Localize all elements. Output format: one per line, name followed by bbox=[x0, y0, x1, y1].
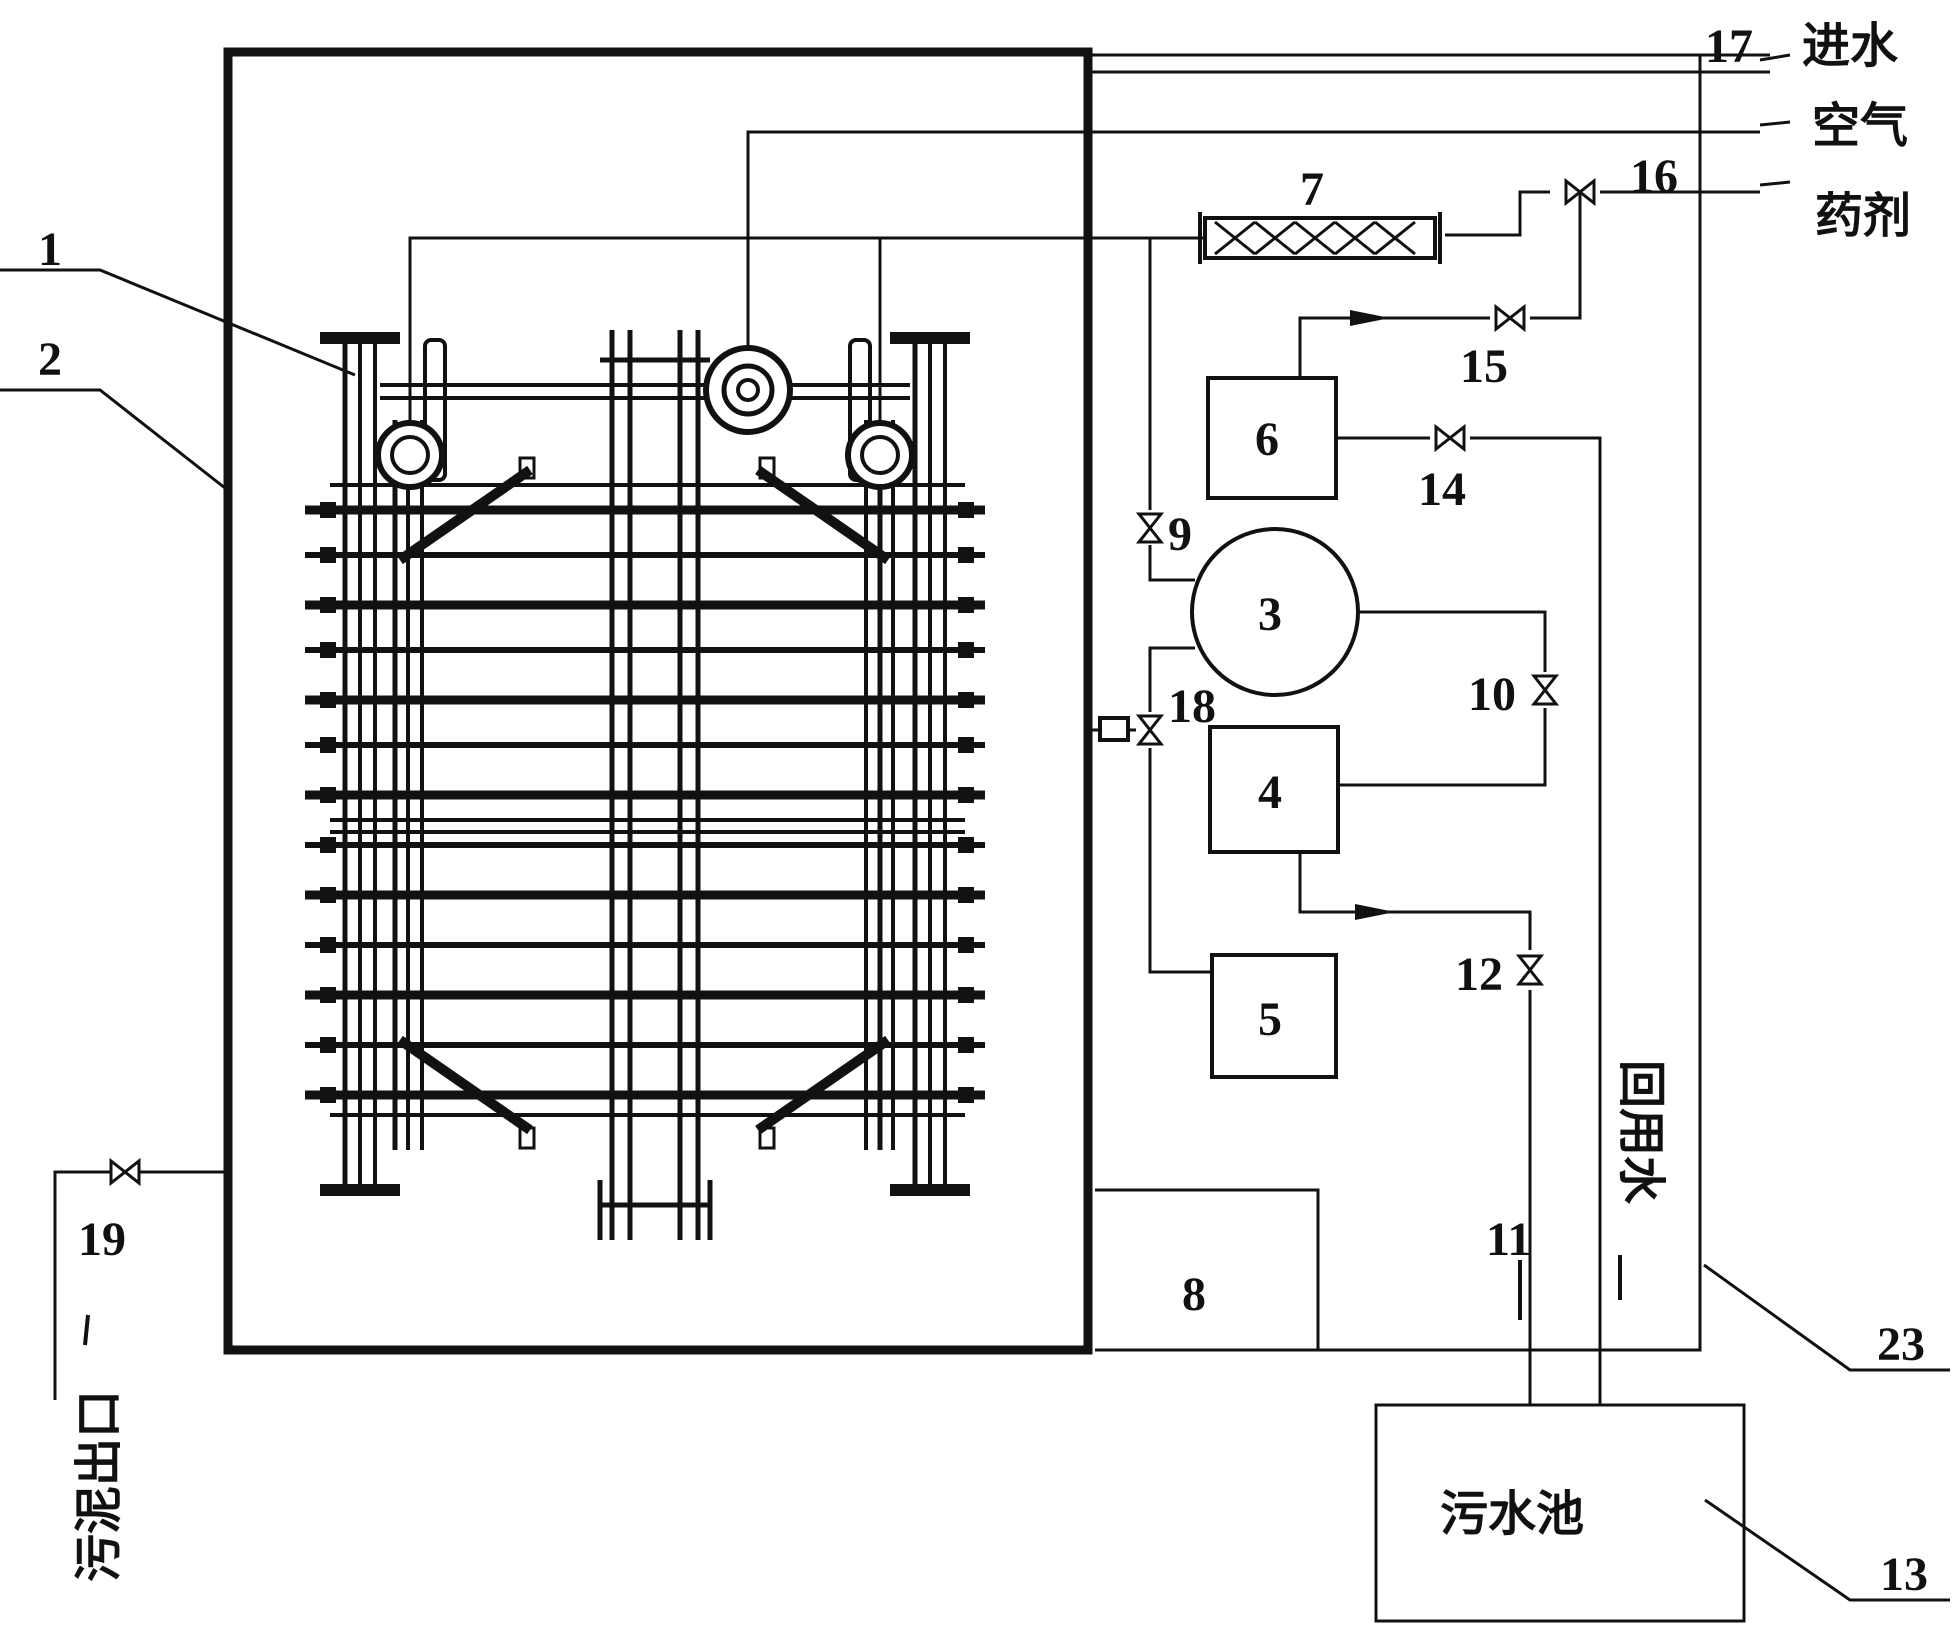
label-23: 23 bbox=[1877, 1318, 1925, 1371]
label-5: 5 bbox=[1258, 993, 1282, 1046]
label-air: 空气 bbox=[1812, 98, 1908, 154]
plate-lug bbox=[958, 547, 974, 563]
corner-pulley-right bbox=[845, 420, 915, 490]
plate-lug bbox=[958, 887, 974, 903]
sewage-pool bbox=[1374, 1403, 1746, 1623]
label-1: 1 bbox=[38, 223, 62, 276]
plate-lug bbox=[320, 502, 336, 518]
valve-19-icon[interactable] bbox=[109, 1159, 141, 1185]
label-13: 13 bbox=[1880, 1548, 1928, 1601]
corner-pulley-left bbox=[375, 420, 445, 490]
label-16: 16 bbox=[1630, 150, 1678, 203]
plate-lug bbox=[958, 502, 974, 518]
filter-plates bbox=[305, 502, 985, 1103]
plate-lug bbox=[320, 987, 336, 1003]
filter-press-enclosure bbox=[223, 47, 1093, 1355]
plate-lug bbox=[320, 887, 336, 903]
label-9: 9 bbox=[1168, 508, 1192, 561]
tank-5 bbox=[1210, 953, 1338, 1079]
label-4: 4 bbox=[1258, 766, 1282, 819]
label-19: 19 bbox=[78, 1213, 126, 1266]
plate-lug bbox=[320, 597, 336, 613]
label-chemical: 药剂 bbox=[1815, 188, 1911, 244]
label-water-in: 进水 bbox=[1802, 18, 1899, 74]
label-15: 15 bbox=[1460, 340, 1508, 393]
plate-lug bbox=[320, 937, 336, 953]
label-2: 2 bbox=[38, 333, 62, 386]
valve-14-icon[interactable] bbox=[1434, 425, 1466, 451]
label-17: 17 bbox=[1705, 20, 1753, 73]
label-11: 11 bbox=[1486, 1213, 1531, 1266]
plate-lug bbox=[320, 547, 336, 563]
label-18: 18 bbox=[1168, 680, 1216, 733]
plate-lug bbox=[320, 642, 336, 658]
label-7: 7 bbox=[1300, 163, 1324, 216]
plate-lug bbox=[320, 837, 336, 853]
plate-lug bbox=[958, 837, 974, 853]
leader-lines bbox=[0, 53, 1950, 1602]
valve-10-icon[interactable] bbox=[1532, 674, 1558, 706]
filter-element bbox=[1198, 212, 1442, 264]
plate-lug bbox=[958, 987, 974, 1003]
plate-lug bbox=[320, 1087, 336, 1103]
plate-lug bbox=[958, 597, 974, 613]
label-8: 8 bbox=[1182, 1268, 1206, 1321]
plate-lug bbox=[320, 787, 336, 803]
valve-9-icon[interactable] bbox=[1137, 512, 1163, 544]
plate-lug bbox=[958, 642, 974, 658]
plate-lug bbox=[320, 1037, 336, 1053]
valve-18-icon[interactable] bbox=[1137, 714, 1163, 746]
plate-lug bbox=[958, 937, 974, 953]
label-14: 14 bbox=[1418, 463, 1466, 516]
plate-lug bbox=[958, 787, 974, 803]
flow-arrows bbox=[1350, 310, 1395, 920]
plate-lug bbox=[958, 737, 974, 753]
plate-lug bbox=[958, 1037, 974, 1053]
label-reuse-water: 回用水 bbox=[1613, 1060, 1669, 1205]
label-10: 10 bbox=[1468, 668, 1516, 721]
label-6: 6 bbox=[1255, 413, 1279, 466]
plate-lug bbox=[958, 692, 974, 708]
plate-lug bbox=[958, 1087, 974, 1103]
label-12: 12 bbox=[1455, 948, 1503, 1001]
piping bbox=[53, 53, 1770, 1420]
label-3: 3 bbox=[1258, 588, 1282, 641]
feed-inlet-flange bbox=[703, 345, 793, 435]
plate-lug bbox=[320, 737, 336, 753]
tank-6 bbox=[1206, 376, 1338, 500]
label-sludge-outlet: 污泥出口 bbox=[71, 1390, 127, 1582]
label-sewage-pool: 污水池 bbox=[1440, 1486, 1584, 1542]
plate-lug bbox=[320, 692, 336, 708]
pump-3 bbox=[1190, 527, 1360, 697]
valve-12-icon[interactable] bbox=[1517, 954, 1543, 986]
tank-4 bbox=[1208, 725, 1340, 854]
valve-15-icon[interactable] bbox=[1494, 305, 1526, 331]
